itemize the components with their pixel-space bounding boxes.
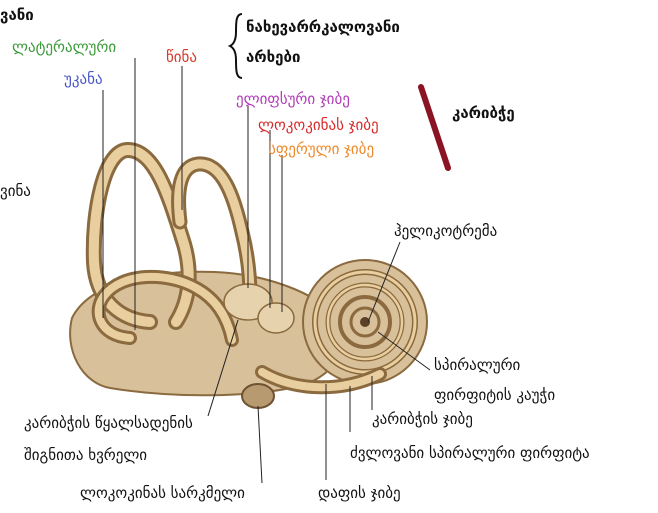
scala-vestibuli-label: კარიბჭის ჯიბე [372, 410, 473, 428]
vestibular-aqueduct-label-line1: კარიბჭის წყალსადენის [24, 414, 193, 432]
lateral-canal-label: ლატერალური [12, 38, 116, 56]
vestibule-bar [421, 87, 448, 168]
left-fragment-label: ვინა [0, 182, 31, 200]
utricle-label: ელიფსური ჯიბე [236, 90, 350, 108]
bony-labyrinth-drawing [70, 150, 427, 408]
round-window [242, 384, 274, 408]
semicircular-canals-label-line2: არხები [246, 48, 300, 66]
semicircular-bracket [230, 14, 242, 78]
helicotrema-label: ჰელიკოტრემა [394, 222, 497, 240]
semicircular-canals-fragment-label: ვანი [0, 6, 34, 24]
vestibule-label: კარიბჭე [452, 104, 515, 122]
spiral-lamina-hook-label-line1: სპირალური [434, 356, 520, 374]
spiral-lamina-hook-label-line2: ფირფიტის კაუჭი [434, 386, 555, 404]
saccule-label: ლოკოკინას ჯიბე [258, 116, 379, 134]
posterior-canal-label: უკანა [64, 70, 103, 88]
anterior-canal-label: წინა [166, 48, 197, 66]
vestibular-aqueduct-label-line2: შიგნითა ხვრელი [24, 446, 147, 464]
bony-spiral-lamina-label: ძვლოვანი სპირალური ფირფიტა [350, 444, 590, 462]
spherical-recess-label: სფერული ჯიბე [268, 140, 374, 158]
saccule-bulge [258, 303, 294, 333]
cochlear-window-label: ლოკოკინას სარკმელი [80, 484, 245, 502]
semicircular-canals-label-line1: ნახევარრკალოვანი [246, 18, 400, 36]
scala-tympani-label: დაფის ჯიბე [318, 484, 401, 502]
